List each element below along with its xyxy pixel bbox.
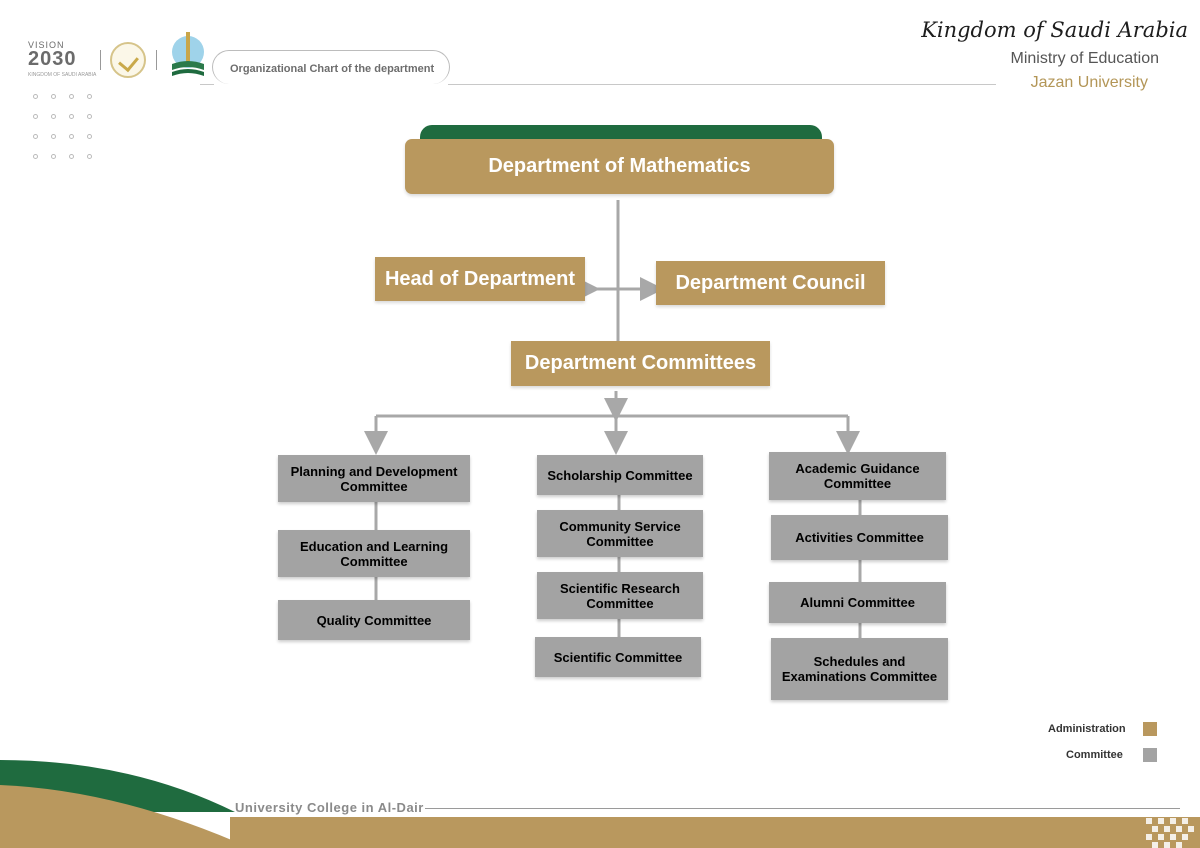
department-committees-box: Department Committees <box>511 341 770 386</box>
decorative-dots <box>30 90 100 160</box>
footer-college-name: University College in Al-Dair <box>235 800 424 815</box>
header-rule <box>448 84 996 85</box>
committee-box: Quality Committee <box>278 600 470 640</box>
vision-2030-logo: 2030 <box>28 48 77 70</box>
legend-administration-swatch <box>1143 722 1157 736</box>
department-council-box: Department Council <box>656 261 885 305</box>
logo-divider <box>100 50 101 70</box>
chart-title-tab: Organizational Chart of the department <box>212 50 450 84</box>
jazan-university-logo <box>172 32 204 76</box>
committee-box: Scientific Committee <box>535 637 701 677</box>
legend-committee-swatch <box>1143 748 1157 762</box>
legend-committee-label: Committee <box>1066 749 1123 761</box>
accreditation-seal-icon <box>110 42 146 78</box>
head-of-department-box: Head of Department <box>375 257 585 301</box>
footer-wave <box>0 760 1200 848</box>
logo-group: VISION 2030 KINGDOM OF SAUDI ARABIA <box>28 30 218 86</box>
ministry-title: Ministry of Education <box>1010 50 1159 67</box>
department-box: Department of Mathematics <box>405 139 834 194</box>
logo-divider <box>156 50 157 70</box>
university-title: Jazan University <box>1030 74 1148 91</box>
kingdom-title: Kingdom of Saudi Arabia <box>921 18 1188 42</box>
committee-box: Academic Guidance Committee <box>769 452 946 500</box>
committee-box: Alumni Committee <box>769 582 946 623</box>
vision-subtitle: KINGDOM OF SAUDI ARABIA <box>28 72 97 78</box>
vision-label: VISION <box>28 40 65 50</box>
header-rule <box>200 84 214 85</box>
committee-box: Community Service Committee <box>537 510 703 557</box>
committee-box: Scholarship Committee <box>537 455 703 495</box>
committee-box: Scientific Research Committee <box>537 572 703 619</box>
footer-rule <box>425 808 1180 809</box>
committee-box: Planning and Development Committee <box>278 455 470 502</box>
committee-box: Education and Learning Committee <box>278 530 470 577</box>
committee-box: Schedules and Examinations Committee <box>771 638 948 700</box>
legend-administration-label: Administration <box>1048 723 1126 735</box>
committee-box: Activities Committee <box>771 515 948 560</box>
chart-title: Organizational Chart of the department <box>230 63 435 75</box>
